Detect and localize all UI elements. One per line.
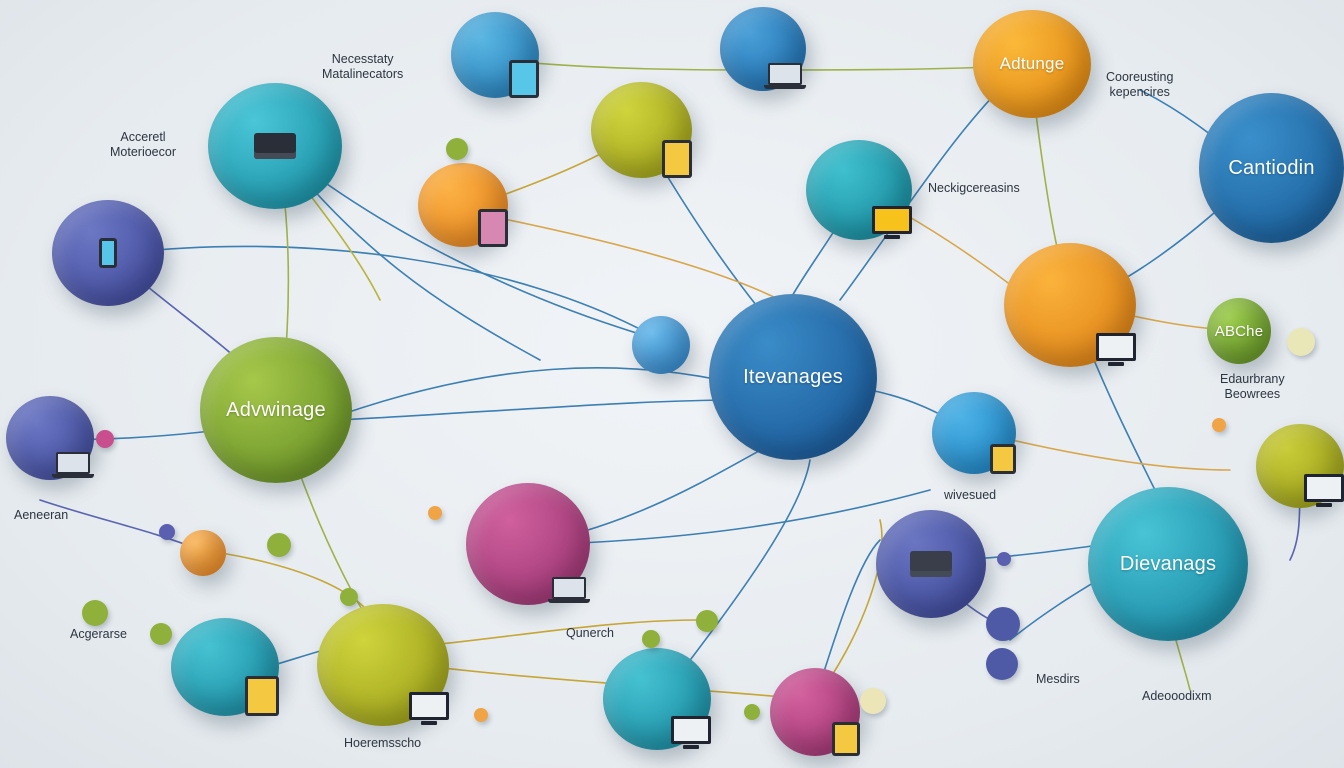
dot-purple: [159, 524, 175, 540]
caption-4: Neckigcereasins: [928, 181, 1020, 195]
dot-orange: [1212, 418, 1226, 432]
node-tablet-magenta-bottom[interactable]: [770, 668, 860, 756]
dot-pale: [860, 688, 886, 714]
node-blob-blue[interactable]: [632, 316, 690, 374]
node-blob-orange[interactable]: [180, 530, 226, 576]
hub-small-green[interactable]: ABChe: [1207, 298, 1271, 364]
caption-12: Hoeremsscho: [344, 736, 422, 750]
laptop-icon: [764, 63, 806, 91]
monitor-icon: [409, 692, 449, 726]
caption-7: Acgerarse: [70, 627, 127, 641]
hub-center[interactable]: Itevanages: [709, 294, 877, 460]
node-monitor-olive-right[interactable]: [1256, 424, 1344, 508]
hub-small-green-label: ABChe: [1214, 322, 1264, 340]
node-tablet-blue-right[interactable]: [932, 392, 1016, 474]
node-tablet-olive[interactable]: [591, 82, 692, 178]
tablet-icon: [990, 444, 1016, 474]
node-monitor-teal-top[interactable]: [806, 140, 912, 240]
caption-8: Qunerch: [566, 626, 614, 640]
dot-green: [150, 623, 172, 645]
node-laptop-magenta[interactable]: [466, 483, 590, 605]
tablet-icon: [245, 676, 279, 716]
router-icon: [254, 133, 296, 159]
node-tablet-top[interactable]: [451, 12, 539, 98]
node-phone-purple[interactable]: [52, 200, 164, 306]
dot-pink: [96, 430, 114, 448]
node-laptop-top[interactable]: [720, 7, 806, 91]
hub-left-label: Advwinage: [226, 398, 326, 421]
node-laptop-purple-left[interactable]: [6, 396, 94, 480]
tablet-icon: [509, 60, 539, 98]
dot-green: [744, 704, 760, 720]
dot-pale: [1287, 328, 1315, 356]
caption-5: Edaurbrany Beowrees: [1220, 372, 1285, 401]
hub-right-top[interactable]: Cantiodin: [1199, 93, 1344, 243]
dot-orange: [428, 506, 442, 520]
hub-left[interactable]: Advwinage: [200, 337, 352, 483]
node-box-teal[interactable]: [208, 83, 342, 209]
caption-3: Cooreusting kepencires: [1106, 70, 1174, 99]
dot-purple-large: [986, 648, 1018, 680]
hub-right-bottom[interactable]: Dievanags: [1088, 487, 1248, 641]
node-tablet-teal-bottom[interactable]: [171, 618, 279, 716]
monitor-icon: [1304, 474, 1344, 508]
hub-right-bottom-label: Dievanags: [1119, 552, 1217, 575]
dot-purple-large: [986, 607, 1020, 641]
caption-1: Necesstaty Matalinecators: [322, 52, 404, 81]
dot-green: [696, 610, 718, 632]
monitor-icon: [1096, 333, 1136, 367]
tablet-icon: [662, 140, 692, 178]
laptop-icon: [52, 452, 94, 480]
dot-purple: [997, 552, 1011, 566]
node-monitor-orange[interactable]: [1004, 243, 1136, 367]
dot-green: [82, 600, 108, 626]
dot-orange: [474, 708, 488, 722]
dot-green: [340, 588, 358, 606]
node-monitor-olive-bottom[interactable]: [317, 604, 449, 726]
monitor-icon: [671, 716, 711, 750]
laptop-icon: [548, 577, 590, 605]
phone-icon: [99, 238, 117, 268]
hub-top-right[interactable]: Adtunge: [973, 10, 1091, 118]
caption-9: wivesued: [944, 488, 997, 502]
node-box-purple[interactable]: [876, 510, 986, 618]
caption-2: Acceretl Moterioecor: [110, 130, 176, 159]
dot-green: [267, 533, 291, 557]
caption-10: Mesdirs: [1036, 672, 1080, 686]
dot-green: [446, 138, 468, 160]
node-monitor-teal-bottom[interactable]: [603, 648, 711, 750]
hub-top-right-label: Adtunge: [999, 54, 1065, 73]
hub-right-top-label: Cantiodin: [1228, 156, 1315, 179]
router-icon: [910, 551, 952, 577]
tablet-icon: [478, 209, 508, 247]
node-tablet-orange[interactable]: [418, 163, 508, 247]
hub-center-label: Itevanages: [743, 365, 843, 388]
dot-green: [642, 630, 660, 648]
caption-6: Aeneeran: [14, 508, 69, 522]
monitor-icon: [872, 206, 912, 240]
tablet-icon: [832, 722, 860, 756]
caption-11: Adeooodixm: [1142, 689, 1212, 703]
